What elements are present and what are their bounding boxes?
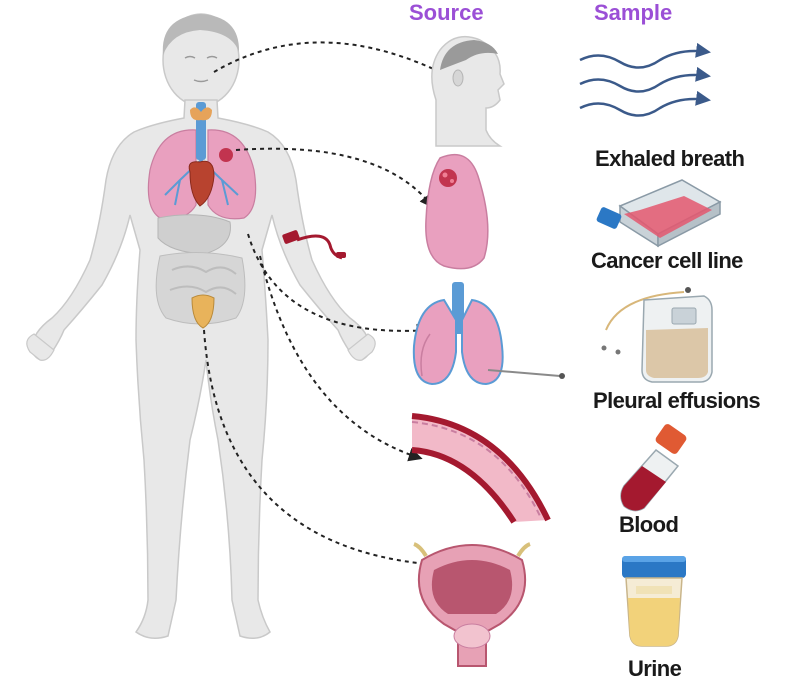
source-blood-vessel [411,413,551,524]
source-head-profile [431,35,505,147]
connector-arrows [203,41,463,573]
human-body-figure [26,13,376,639]
label-blood: Blood [619,512,679,537]
liver [157,214,231,255]
left-hand [26,333,55,361]
blood-tube-icon [620,424,687,512]
arrow-to-lung [235,147,434,209]
right-hand [347,333,376,361]
arrow-to-pleura [247,233,431,338]
source-lungs-pleura [412,282,565,386]
face-mouth [193,79,209,83]
source-bladder [413,542,531,667]
body-lung-tumor [219,148,233,162]
cell-culture-flask-icon [596,179,722,248]
drainage-bag-icon [601,287,713,383]
arrow-to-vessel [259,255,423,462]
body-hair [162,14,240,55]
label-pleural-effusions: Pleural effusions [593,388,761,413]
source-header: Source [409,0,484,25]
exhaled-breath-waves [579,42,711,117]
arrow-to-head [213,41,455,80]
heart [188,160,215,207]
label-exhaled-breath: Exhaled breath [595,146,745,171]
source-lung-tumor [425,153,489,270]
thyroid [190,107,212,121]
urine-cup-icon [622,556,686,647]
body-bladder [191,294,215,329]
arm-catheter [282,230,346,260]
arrow-to-bladder [203,329,463,573]
sample-header: Sample [594,0,673,25]
label-urine: Urine [628,656,682,681]
face-eyes [184,55,218,59]
label-cancer-cell-line: Cancer cell line [591,248,743,273]
intestine-loops [169,265,237,295]
